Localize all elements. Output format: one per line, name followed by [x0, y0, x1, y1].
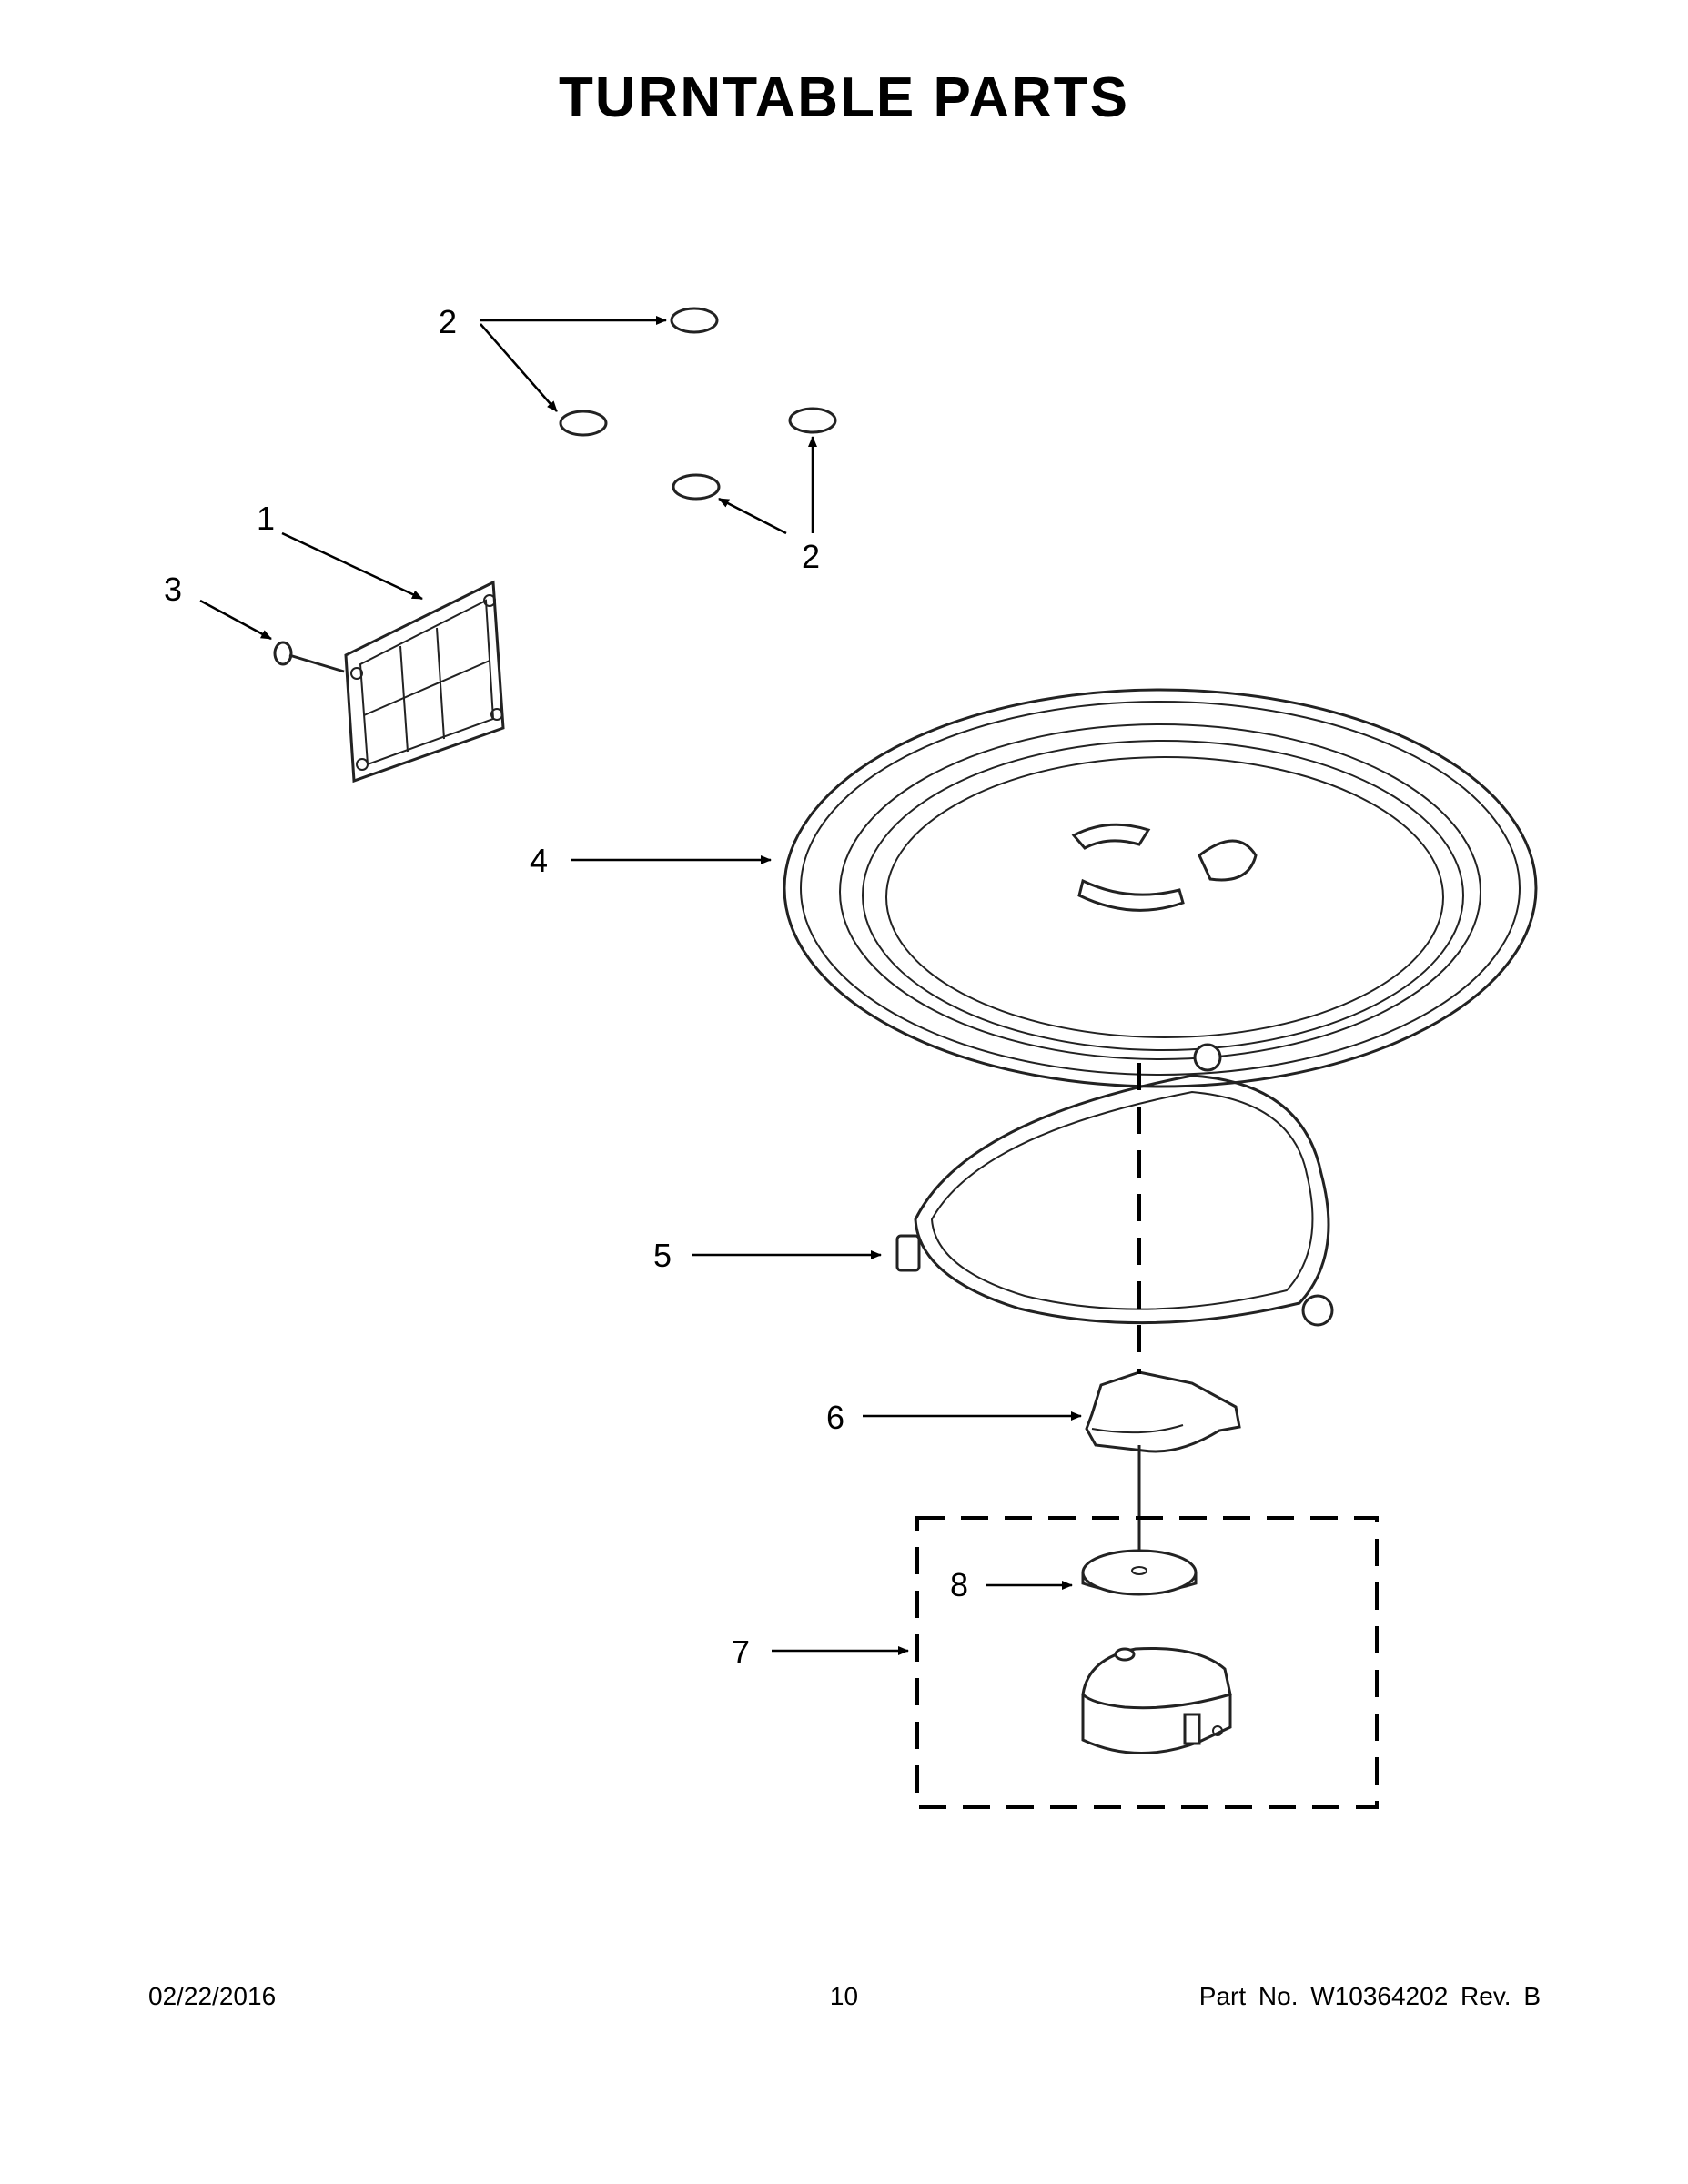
- roller-ring-b: [559, 410, 608, 437]
- footer-page-number: 10: [829, 1982, 859, 2010]
- callout-2-top: 2: [439, 303, 457, 340]
- callout-4: 4: [530, 842, 548, 879]
- roller-ring-d: [672, 473, 721, 500]
- roller-ring-c: [788, 407, 837, 434]
- roller-ring-a: [670, 307, 719, 334]
- callout-6: 6: [826, 1399, 844, 1436]
- motor-kit-box: [915, 1516, 1379, 1809]
- callout-labels: 2 2 1 3 4 5 6 8 7: [164, 303, 968, 1671]
- waveguide-cover-part: [344, 580, 505, 784]
- screw-part: [273, 641, 345, 673]
- leader-lines: [199, 316, 1082, 1655]
- leader-3: [199, 599, 272, 641]
- page-title: TURNTABLE PARTS: [559, 66, 1129, 129]
- callout-1: 1: [257, 500, 275, 537]
- leader-2-left: [480, 323, 558, 412]
- footer-date: 02/22/2016: [148, 1982, 277, 2010]
- coupler-part: [1085, 1370, 1241, 1453]
- callout-3: 3: [164, 571, 182, 608]
- callout-7: 7: [732, 1633, 750, 1671]
- leader-1: [281, 531, 423, 601]
- turntable-motor-part: [1081, 1647, 1232, 1754]
- footer-part-number: Part No. W10364202 Rev. B: [1198, 1982, 1541, 2010]
- motor-cap-part: [1081, 1549, 1198, 1596]
- roller-support-part: [895, 1043, 1334, 1327]
- turntable-tray-part: [783, 688, 1538, 1088]
- callout-5: 5: [653, 1237, 672, 1274]
- callout-8: 8: [950, 1566, 968, 1603]
- leader-2-bottom: [718, 497, 787, 535]
- callout-2-bottom: 2: [802, 538, 820, 575]
- roller-ring-part: [559, 307, 837, 500]
